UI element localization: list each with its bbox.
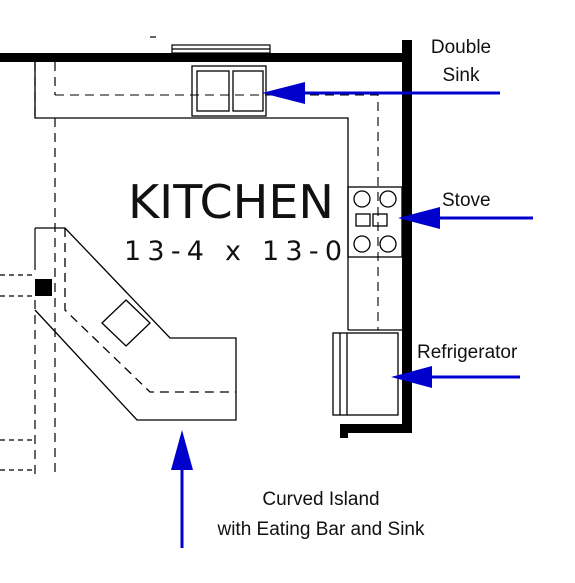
counter-dashed-edge bbox=[55, 94, 379, 330]
island-label-line1: Curved Island bbox=[262, 489, 379, 510]
island-sink bbox=[101, 299, 151, 347]
top-wall bbox=[0, 53, 412, 62]
exterior-walls bbox=[0, 40, 412, 438]
curved-island bbox=[34, 227, 237, 421]
refrigerator-arrow bbox=[391, 366, 520, 388]
double-sink-label-line1: Double bbox=[431, 37, 491, 58]
wall-stub bbox=[340, 424, 348, 438]
room-dimensions: 13-4 x 13-0 bbox=[124, 236, 342, 267]
column-post bbox=[35, 279, 52, 296]
island-label-line2: with Eating Bar and Sink bbox=[216, 519, 425, 540]
callout-arrows bbox=[171, 82, 533, 548]
stove bbox=[347, 186, 403, 258]
double-sink-label-line2: Sink bbox=[443, 65, 480, 86]
room-name: KITCHEN bbox=[128, 175, 334, 229]
island-arrow bbox=[171, 430, 193, 548]
stove-label: Stove bbox=[442, 190, 491, 211]
double-sink bbox=[191, 65, 267, 117]
stove-arrow bbox=[398, 207, 533, 229]
bottom-right-wall bbox=[340, 424, 412, 433]
refrigerator-label: Refrigerator bbox=[417, 342, 518, 363]
window bbox=[171, 44, 271, 54]
refrigerator bbox=[332, 332, 399, 416]
double-sink-arrow bbox=[262, 82, 500, 104]
right-wall bbox=[402, 40, 412, 433]
